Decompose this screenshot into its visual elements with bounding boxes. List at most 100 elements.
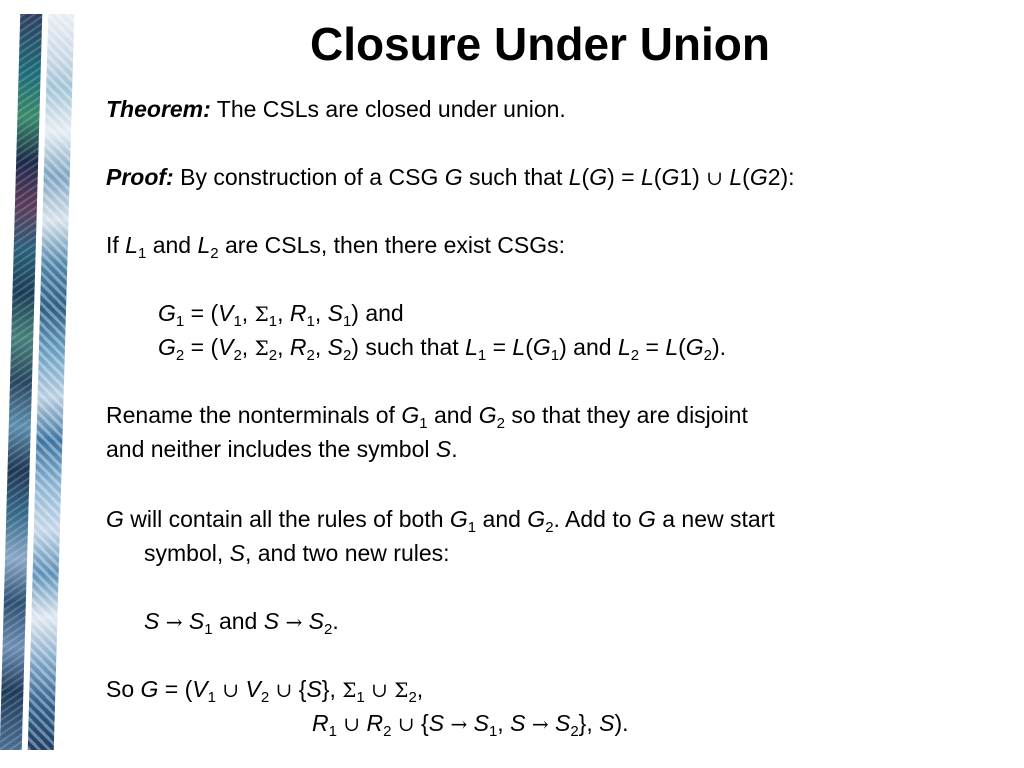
math-var: G [532,334,551,360]
text: symbol, [144,540,230,566]
math-var: S [554,710,571,736]
contain-line-1: G will contain all the rules of both G1 … [106,502,775,536]
subscript: 2 [545,519,554,536]
math-var: G [106,506,124,532]
math-punct: , [241,300,255,326]
subscript: 2 [175,347,185,364]
math-var: L [665,334,679,360]
text: So [106,676,141,702]
math-var: L [568,164,582,190]
text: and [212,608,264,634]
union-symbol: ∪ [397,712,415,736]
subscript: 2 [306,347,315,364]
contain-line-2: symbol, S, and two new rules: [144,536,450,570]
proof-text: By construction of a CSG [173,164,445,190]
math-var: S [263,608,280,634]
g1-definition-line: G1 = (V1, Σ1, R1, S1) and [158,296,404,331]
math-var: S [435,436,452,462]
subscript: 2 [383,723,392,740]
arrow-symbol: → [165,610,183,634]
text: , and two new rules: [244,540,450,566]
text: are CSLs, then there exist CSGs: [218,232,566,258]
subscript: 1 [419,415,428,432]
so-line-1: So G = (V1 ∪ V2 ∪ {S}, Σ1 ∪ Σ2, [106,672,423,707]
math-punct: { [298,676,307,702]
math-var: G [140,676,159,702]
math-punct: , [586,710,600,736]
subscript: 2 [570,723,579,740]
sigma-symbol: Σ [342,678,357,702]
union-symbol: ∪ [371,678,388,702]
math-var: G [661,164,680,190]
math-punct: } [321,676,330,702]
math-digit: 2 [767,164,781,190]
math-punct: . [332,608,339,634]
sigma-symbol: Σ [254,336,269,360]
text: ) and [351,300,404,326]
text: ) such that [351,334,466,360]
math-punct: , [329,676,343,702]
math-var: G [637,506,656,532]
math-var: S [144,608,160,634]
math-var: L [640,164,654,190]
math-punct: = ( [184,300,219,326]
math-var: G [444,164,463,190]
math-punct: ( [678,334,686,360]
math-punct: ): [780,164,795,190]
math-punct: { [421,710,429,736]
math-var: S [327,334,343,360]
union-symbol: ∪ [275,678,293,702]
math-punct: ). [712,334,727,360]
math-punct: = [486,334,513,360]
so-line-2: R1 ∪ R2 ∪ {S → S1, S → S2}, S). [312,706,629,741]
rename-line-1: Rename the nonterminals of G1 and G2 so … [106,398,748,432]
text: and [427,402,479,428]
subscript: 2 [630,347,640,364]
text: Rename the nonterminals of [106,402,402,428]
math-punct: , [314,300,328,326]
math-punct: = [639,334,666,360]
proof-text: such that [462,164,569,190]
math-punct: , [314,334,328,360]
math-punct: ( [581,164,590,190]
math-var: R [289,334,307,360]
math-var: G [401,402,420,428]
math-punct: } [578,710,587,736]
arrow-symbol: → [285,610,303,634]
subscript: 2 [268,347,278,364]
subscript: 2 [210,245,219,262]
subscript: 1 [477,347,487,364]
subscript: 1 [467,519,477,536]
proof-line: Proof: By construction of a CSG G such t… [106,160,795,195]
text: a new start [655,506,775,532]
math-var: S [229,540,245,566]
math-var: R [312,710,329,736]
math-var: G [158,334,176,360]
text: ) and [559,334,618,360]
math-var: G [749,164,768,190]
theorem-line: Theorem: The CSLs are closed under union… [106,92,566,126]
subscript: 1 [306,313,315,330]
union-symbol: ∪ [222,678,240,702]
math-var: V [218,300,234,326]
math-var: G [449,506,468,532]
subscript: 1 [356,689,365,706]
math-punct: ( [653,164,662,190]
subscript: 1 [207,689,216,706]
slide-title: Closure Under Union [309,18,771,70]
math-var: S [428,710,445,736]
subscript: 1 [137,245,147,262]
subscript: 1 [328,723,337,740]
text: so that they are disjoint [504,402,748,428]
math-var: S [473,710,489,736]
sigma-symbol: Σ [254,302,269,326]
subscript: 2 [408,689,417,706]
math-var: L [197,232,211,258]
union-symbol: ∪ [343,712,361,736]
math-var: V [218,334,234,360]
math-punct: ( [742,164,750,190]
subscript: 2 [260,689,270,706]
theorem-label: Theorem: [106,96,211,122]
math-punct: ( [525,334,533,360]
math-var: G [478,402,497,428]
